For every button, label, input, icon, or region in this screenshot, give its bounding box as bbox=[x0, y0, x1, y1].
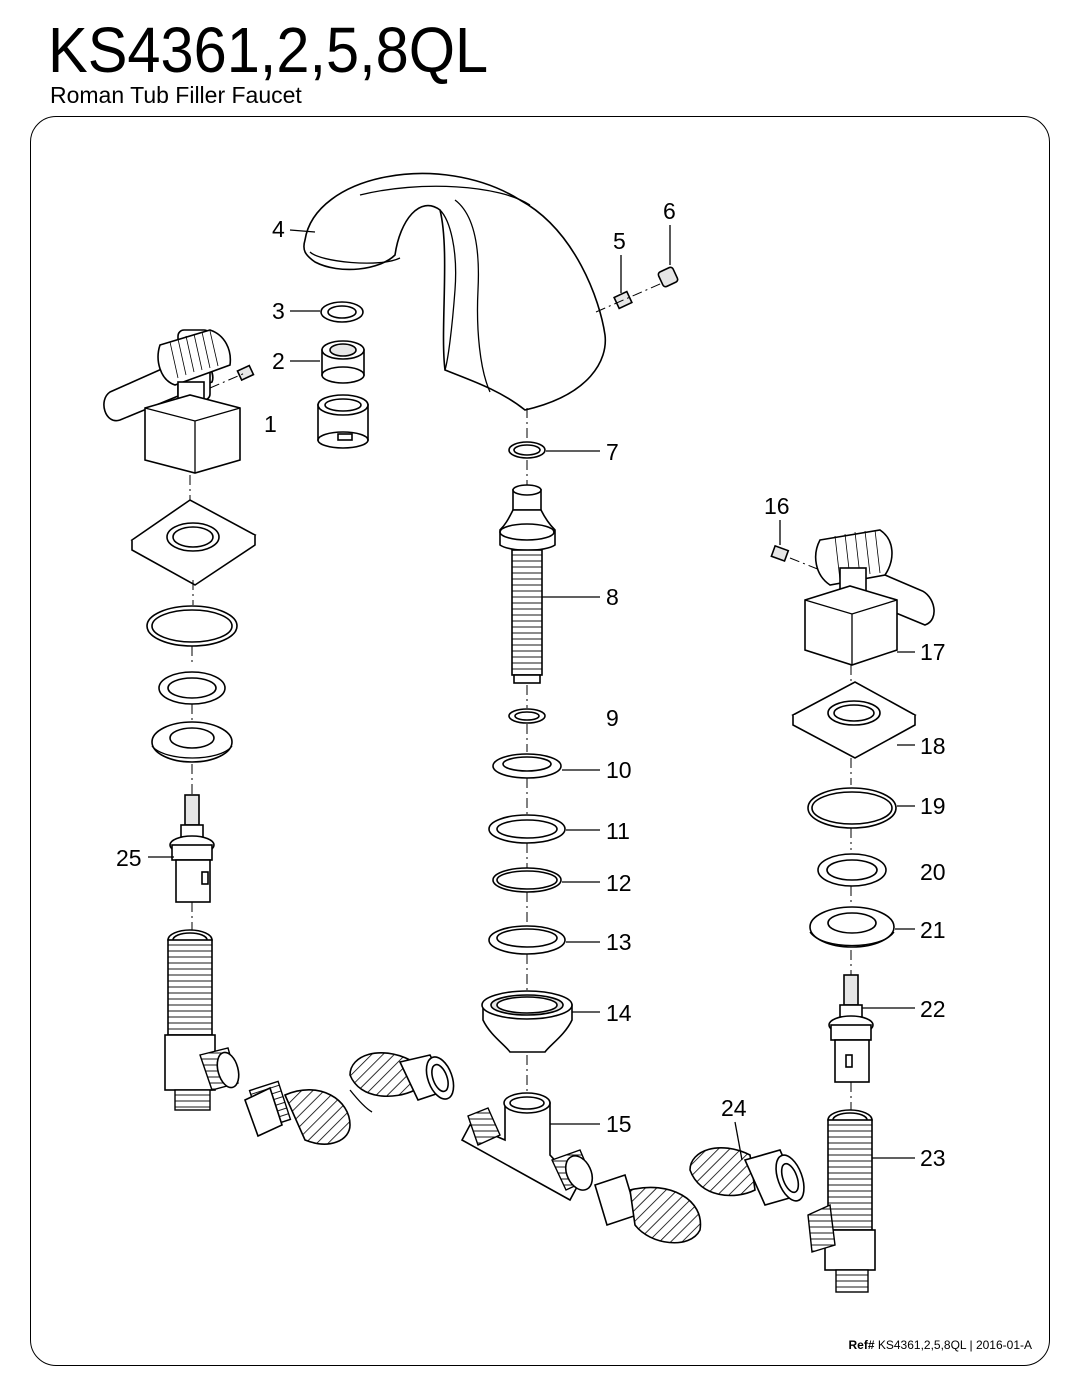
right-handle-set-screw bbox=[770, 544, 841, 579]
aerator-insert bbox=[321, 340, 365, 384]
right-valve-body bbox=[807, 1109, 876, 1293]
ref-value: KS4361,2,5,8QL | 2016-01-A bbox=[877, 1338, 1032, 1352]
left-escutcheon-plate bbox=[130, 499, 257, 586]
callout-11: 11 bbox=[606, 818, 630, 844]
product-name-subtitle: Roman Tub Filler Faucet bbox=[50, 82, 302, 108]
spout-screw-cap bbox=[657, 266, 679, 288]
washer-10 bbox=[492, 753, 562, 779]
callout-12: 12 bbox=[606, 870, 632, 896]
leader-lines bbox=[148, 225, 915, 1161]
callout-8: 8 bbox=[606, 584, 619, 610]
right-flange bbox=[809, 906, 895, 948]
spout-set-screw bbox=[595, 276, 677, 313]
right-escutcheon-plate bbox=[791, 681, 917, 759]
callout-15: 15 bbox=[606, 1111, 632, 1137]
o-ring-7 bbox=[508, 441, 546, 459]
mounting-nut-14 bbox=[481, 990, 573, 1053]
part-callouts: 1 2 3 4 5 6 7 8 9 10 11 12 13 14 15 16 1… bbox=[116, 198, 946, 1171]
left-cartridge bbox=[169, 794, 215, 903]
callout-18: 18 bbox=[920, 733, 946, 759]
right-supply-hose bbox=[594, 1147, 805, 1244]
callout-9: 9 bbox=[606, 705, 619, 731]
left-o-ring bbox=[146, 605, 238, 647]
callout-3: 3 bbox=[272, 298, 285, 324]
aerator-housing bbox=[317, 394, 369, 449]
right-o-ring bbox=[807, 787, 897, 829]
left-handle-base bbox=[144, 394, 241, 474]
washer-3 bbox=[320, 301, 364, 323]
callout-17: 17 bbox=[920, 639, 946, 665]
o-ring-12 bbox=[492, 867, 562, 893]
right-washer bbox=[817, 853, 887, 887]
callout-22: 22 bbox=[920, 996, 946, 1022]
o-ring-9 bbox=[508, 708, 546, 724]
callout-5: 5 bbox=[613, 228, 626, 254]
left-valve-body bbox=[164, 929, 240, 1111]
callout-20: 20 bbox=[920, 859, 946, 885]
model-number-title: KS4361,2,5,8QL bbox=[48, 14, 489, 86]
callout-23: 23 bbox=[920, 1145, 946, 1171]
washer-11 bbox=[488, 814, 566, 844]
left-handle-lever bbox=[103, 329, 232, 422]
left-flange bbox=[151, 721, 233, 763]
left-washer bbox=[158, 671, 226, 705]
callout-25: 25 bbox=[116, 845, 142, 871]
callout-4: 4 bbox=[272, 216, 285, 242]
right-handle-base bbox=[804, 585, 898, 666]
diagram-frame bbox=[30, 116, 1050, 1366]
spout-shank bbox=[499, 484, 556, 684]
callout-6: 6 bbox=[663, 198, 676, 224]
callout-16: 16 bbox=[764, 493, 790, 519]
reference-footer: Ref# KS4361,2,5,8QL | 2016-01-A bbox=[849, 1338, 1032, 1352]
callout-13: 13 bbox=[606, 929, 632, 955]
tee-fitting bbox=[460, 1092, 594, 1202]
left-handle-set-screw bbox=[209, 364, 255, 389]
right-cartridge bbox=[828, 974, 874, 1083]
callout-7: 7 bbox=[606, 439, 619, 465]
callout-14: 14 bbox=[606, 1000, 632, 1026]
callout-1: 1 bbox=[264, 411, 277, 437]
callout-19: 19 bbox=[920, 793, 946, 819]
washer-13 bbox=[488, 925, 566, 955]
callout-10: 10 bbox=[606, 757, 632, 783]
callout-24: 24 bbox=[721, 1095, 747, 1121]
callout-21: 21 bbox=[920, 917, 946, 943]
spout bbox=[303, 172, 607, 411]
left-supply-hose bbox=[244, 1052, 455, 1145]
ref-label: Ref# bbox=[848, 1338, 875, 1352]
callout-2: 2 bbox=[272, 348, 285, 374]
